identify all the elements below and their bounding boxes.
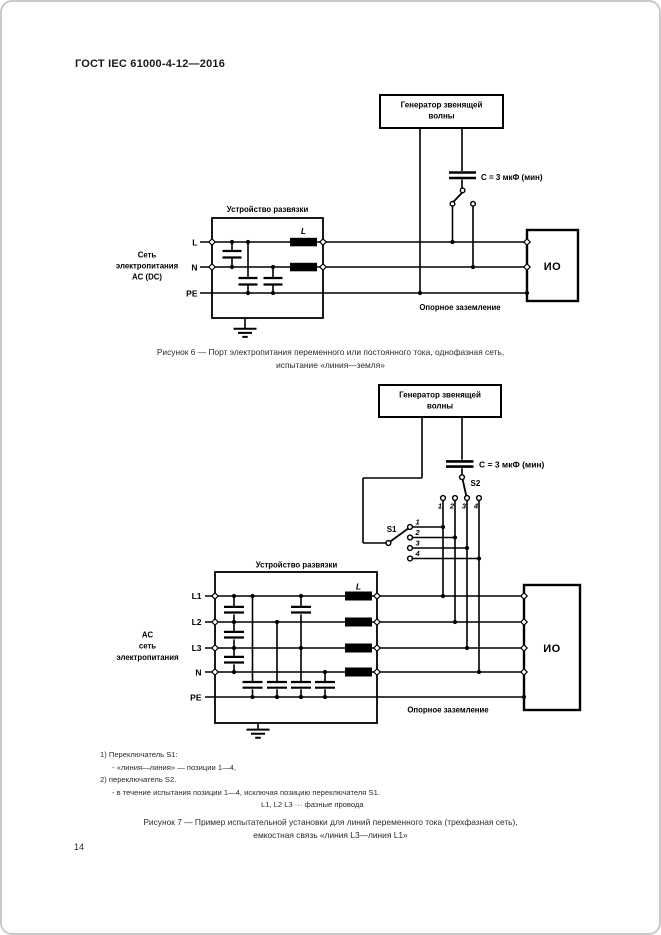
- fig7-eut-label: ИО: [543, 643, 560, 655]
- svg-text:2: 2: [415, 528, 421, 537]
- svg-text:L1: L1: [192, 591, 202, 601]
- svg-text:2: 2: [449, 502, 455, 511]
- note-item2a: - в течение испытания позиции 1—4, исклю…: [112, 787, 380, 797]
- fig7-inductor-label: L: [356, 582, 361, 592]
- svg-text:PE: PE: [186, 289, 198, 299]
- note-item1a: - «линия—линия» — позиции 1—4,: [112, 762, 236, 772]
- fig7-switch-s2: [439, 474, 483, 502]
- svg-text:4: 4: [473, 502, 479, 511]
- note-item1: 1) Переключатель S1:: [100, 750, 178, 759]
- fig6-switch: [449, 187, 476, 207]
- fig6-inductors: [290, 237, 317, 272]
- standard-number: ГОСТ IEC 61000-4-12—2016: [75, 58, 226, 70]
- fig7-generator-label: Генератор звенящей: [399, 391, 481, 400]
- fig7-line-labels: L1 L2 L3 N PE: [190, 591, 202, 703]
- fig6-line-labels: L N PE: [186, 238, 198, 299]
- fig6-ground-ref-label: Опорное заземление: [419, 303, 501, 312]
- svg-text:N: N: [191, 263, 197, 273]
- svg-text:L3: L3: [192, 643, 202, 653]
- svg-text:3: 3: [462, 502, 467, 511]
- fig7-ground-ref-label: Опорное заземление: [407, 706, 489, 715]
- fig6-supply-label: Сеть электропитания AC (DC): [116, 251, 178, 282]
- svg-text:L: L: [192, 238, 197, 248]
- fig6-eut-label: ИО: [544, 261, 561, 273]
- note-legend: L1, L2 L3 ··· фазные провода: [261, 800, 364, 809]
- fig7-s2-position-labels: 1 2 3 4: [438, 502, 479, 511]
- fig6-capacitor-plates: [222, 171, 476, 286]
- svg-text:3: 3: [416, 539, 421, 548]
- svg-text:4: 4: [415, 549, 421, 558]
- fig7-capacitor-plates: [224, 460, 474, 689]
- svg-text:сеть: сеть: [139, 642, 156, 651]
- fig7-supply-label: AC сеть электропитания: [116, 631, 178, 663]
- fig6-generator-label: Генератор звенящей: [401, 101, 483, 110]
- figure6-caption-line1: Рисунок 6 — Порт электропитания переменн…: [156, 347, 505, 357]
- fig7-s2-label: S2: [471, 479, 481, 488]
- svg-text:1: 1: [416, 518, 420, 527]
- svg-text:AC (DC): AC (DC): [132, 273, 162, 282]
- figure7-caption-line1: Рисунок 7 — Пример испытательной установ…: [143, 816, 518, 827]
- svg-text:электропитания: электропитания: [116, 262, 178, 271]
- fig6-capacitor-label: C = 3 мкФ (мин): [481, 173, 543, 182]
- note-item2: 2) переключатель S2.: [100, 775, 177, 784]
- fig6-inductor-label: L: [301, 226, 306, 236]
- fig7-switch-s1: [385, 523, 414, 562]
- fig6-generator-label2: волны: [428, 112, 454, 121]
- page-number: 14: [74, 842, 85, 852]
- fig7-s1-label: S1: [387, 525, 397, 534]
- svg-text:L2: L2: [192, 617, 202, 627]
- fig6-ground-symbol: [233, 327, 257, 338]
- figure6-diagram: Генератор звенящей волны Устройство разв…: [116, 94, 580, 338]
- svg-text:N: N: [195, 668, 201, 678]
- fig7-inductors: [345, 591, 372, 677]
- fig6-generator-box: [379, 94, 504, 129]
- fig7-s1-position-labels: 1 2 3 4: [415, 518, 421, 559]
- fig7-generator-label2: волны: [427, 402, 453, 411]
- figure7-caption-line2: емкостная связь «линия L3—линия L1»: [253, 829, 408, 840]
- fig7-capacitor-label: C = 3 мкФ (мин): [479, 460, 545, 470]
- svg-text:1: 1: [438, 502, 442, 511]
- fig6-terminals: [208, 238, 531, 271]
- fig6-decoupling-title: Устройство развязки: [227, 205, 309, 214]
- svg-text:PE: PE: [190, 693, 202, 703]
- svg-text:электропитания: электропитания: [116, 653, 178, 662]
- figure6-caption-line2: испытание «линия—земля»: [276, 359, 385, 370]
- figure7-diagram: S2 1 2 3 4 S1 1 2 3 4 Генератор звенящей…: [116, 384, 582, 739]
- fig7-generator-box: [378, 384, 502, 418]
- fig6-eut-box: [525, 228, 580, 303]
- svg-text:AC: AC: [142, 631, 154, 640]
- fig7-ground-symbol: [246, 728, 270, 739]
- fig7-terminals: [211, 592, 528, 676]
- svg-text:Сеть: Сеть: [138, 251, 157, 260]
- fig6-wires: [200, 128, 527, 328]
- fig7-eut-box: [522, 583, 582, 712]
- fig7-decoupling-title: Устройство развязки: [256, 561, 338, 570]
